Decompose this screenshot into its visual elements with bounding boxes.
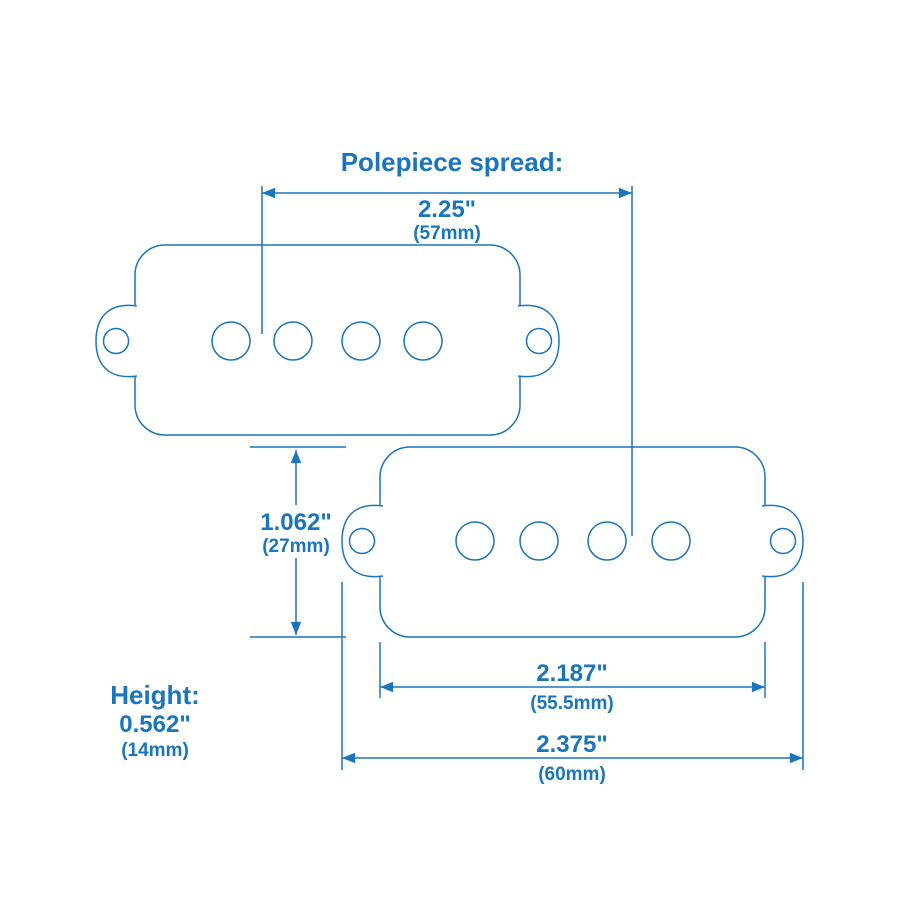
polepiece-spread-mm: (57mm) <box>413 223 481 244</box>
body-length-mm: (55.5mm) <box>530 693 613 714</box>
top-pickup-right-mounting-hole <box>525 327 553 355</box>
bottom-polepiece-1 <box>455 521 495 561</box>
bottom-polepiece-4 <box>651 521 691 561</box>
top-pickup-half <box>95 244 560 436</box>
bottom-polepiece-3 <box>587 521 627 561</box>
overall-length-mm: (60mm) <box>538 764 606 785</box>
body-width-inches: 1.062" <box>260 509 331 536</box>
overall-length-inches: 2.375" <box>536 731 607 758</box>
dimension-body-width: 1.062" (27mm) <box>250 446 346 638</box>
top-polepiece-1 <box>211 321 251 361</box>
height-mm: (14mm) <box>121 740 189 761</box>
bottom-pickup-left-mounting-hole <box>348 527 376 555</box>
dimension-polepiece-spread: Polepiece spread: 2.25" (57mm) <box>261 147 633 536</box>
bottom-polepiece-2 <box>519 521 559 561</box>
top-pickup-body <box>134 244 521 436</box>
dimension-overall-length: 2.375" (60mm) <box>341 582 804 785</box>
top-pickup-left-mounting-hole <box>102 327 130 355</box>
height-label: Height: <box>110 680 200 710</box>
bottom-pickup-right-mounting-hole <box>769 527 797 555</box>
top-polepiece-2 <box>273 321 313 361</box>
bottom-pickup-body <box>379 446 766 638</box>
body-width-mm: (27mm) <box>262 536 330 557</box>
height-inches: 0.562" <box>119 711 190 738</box>
top-polepiece-3 <box>341 321 381 361</box>
height-annotation: Height: 0.562" (14mm) <box>110 680 200 761</box>
dimension-body-length: 2.187" (55.5mm) <box>379 642 766 714</box>
polepiece-spread-inches: 2.25" <box>418 196 476 223</box>
body-length-inches: 2.187" <box>536 660 607 687</box>
polepiece-spread-title: Polepiece spread: <box>341 147 564 177</box>
bottom-pickup-half <box>341 446 804 638</box>
top-polepiece-4 <box>403 321 443 361</box>
